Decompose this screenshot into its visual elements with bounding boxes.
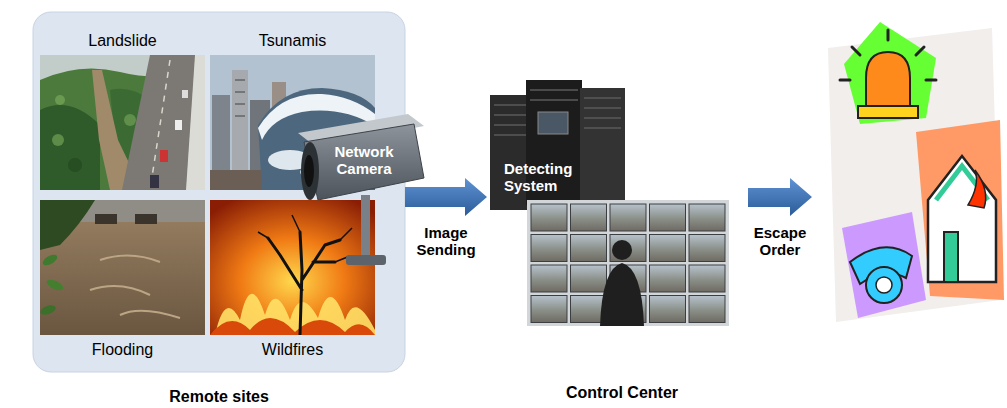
illustration-shape — [304, 124, 424, 200]
illustration-shape — [944, 232, 958, 282]
illustration-shape — [40, 105, 100, 190]
camera-box: Network Camera — [312, 122, 416, 198]
illustration-shape — [40, 304, 57, 317]
illustration-shape — [175, 120, 182, 130]
photo-caption: Wildfires — [200, 341, 385, 359]
illustration-shape — [182, 90, 188, 98]
illustration-shape — [304, 155, 314, 187]
illustration-shape — [527, 200, 729, 326]
illustration-shape — [600, 263, 644, 326]
landslide-photo — [40, 55, 205, 190]
illustration-shape — [916, 120, 1004, 300]
illustration-shape — [90, 255, 180, 318]
monitor — [531, 296, 567, 323]
monitor — [571, 235, 607, 262]
illustration-shape — [95, 214, 117, 224]
illustration-shape — [40, 55, 205, 190]
illustration-shape — [612, 240, 632, 260]
illustration-shape — [866, 52, 910, 108]
photo-frame: Flooding — [40, 200, 205, 335]
illustration-shape — [494, 90, 621, 135]
illustration-shape — [538, 112, 568, 134]
group-heading: Control Center — [487, 384, 757, 402]
illustration-shape — [160, 150, 168, 162]
group-heading: Remote sites — [33, 388, 405, 406]
illustration-shape — [210, 318, 375, 335]
server-box: Detecting System — [490, 80, 628, 212]
control-center: Control CenterDetecting System — [487, 76, 757, 328]
illustration-shape — [40, 200, 205, 335]
illustration-shape — [40, 200, 95, 250]
illustration-shape — [842, 212, 926, 318]
monitor — [610, 235, 646, 262]
monitor — [571, 265, 607, 292]
photo-caption: Tsunamis — [200, 32, 385, 50]
monitor — [531, 265, 567, 292]
box-label: Detecting System — [504, 160, 588, 195]
monitor — [689, 235, 725, 262]
photo-frame: Landslide — [40, 55, 205, 190]
illustration-shape — [866, 267, 902, 303]
region-panel: Remote sitesLandslideTsunamisFloodingWil… — [33, 12, 405, 372]
illustration-shape — [235, 80, 245, 116]
arrow-label: Escape Order — [742, 224, 818, 259]
illustration-shape — [150, 175, 159, 188]
monitor — [650, 265, 686, 292]
illustration-shape — [124, 114, 136, 126]
illustration-shape — [580, 88, 625, 200]
illustration-shape — [135, 214, 157, 224]
monitor — [689, 296, 725, 323]
monitor — [689, 204, 725, 231]
illustration-shape — [268, 232, 340, 335]
illustration-shape — [150, 60, 170, 190]
illustration-shape — [258, 215, 352, 262]
monitor — [610, 204, 646, 231]
arrow-label: Image Sending — [408, 224, 484, 259]
photo-caption: Landslide — [30, 32, 215, 50]
server-racks — [490, 80, 625, 210]
illustration-shape — [346, 255, 386, 265]
illustration-shape — [876, 277, 892, 293]
monitor — [650, 235, 686, 262]
monitor — [531, 235, 567, 262]
video-wall — [527, 200, 729, 326]
illustration-shape — [928, 156, 996, 282]
monitor — [571, 204, 607, 231]
illustration-shape — [858, 106, 918, 118]
box-label: Network Camera — [318, 143, 410, 178]
network-camera — [298, 114, 424, 265]
alarm-icons — [828, 22, 1004, 322]
illustration-shape — [45, 278, 65, 293]
monitor — [689, 265, 725, 292]
operator-silhouette — [600, 240, 644, 326]
wildfire-photo — [210, 200, 375, 335]
monitor — [531, 204, 567, 231]
monitor — [650, 204, 686, 231]
illustration-shape — [361, 195, 370, 257]
block-arrow — [405, 178, 487, 216]
photo-frame: Wildfires — [210, 200, 375, 335]
illustration-shape — [210, 200, 375, 335]
illustration-shape — [41, 253, 59, 268]
escape-arrow — [748, 178, 812, 216]
illustration-shape — [122, 55, 205, 190]
monitor — [650, 296, 686, 323]
illustration-shape — [840, 30, 936, 80]
flooding-photo — [40, 200, 205, 335]
illustration-shape — [844, 22, 936, 124]
illustration-shape — [301, 142, 319, 200]
illustration-shape — [68, 158, 82, 172]
illustration-shape — [55, 95, 65, 105]
illustration-shape — [968, 170, 986, 208]
photo-caption: Flooding — [30, 341, 215, 359]
illustration-shape — [186, 55, 205, 190]
illustration-shape — [52, 134, 64, 146]
